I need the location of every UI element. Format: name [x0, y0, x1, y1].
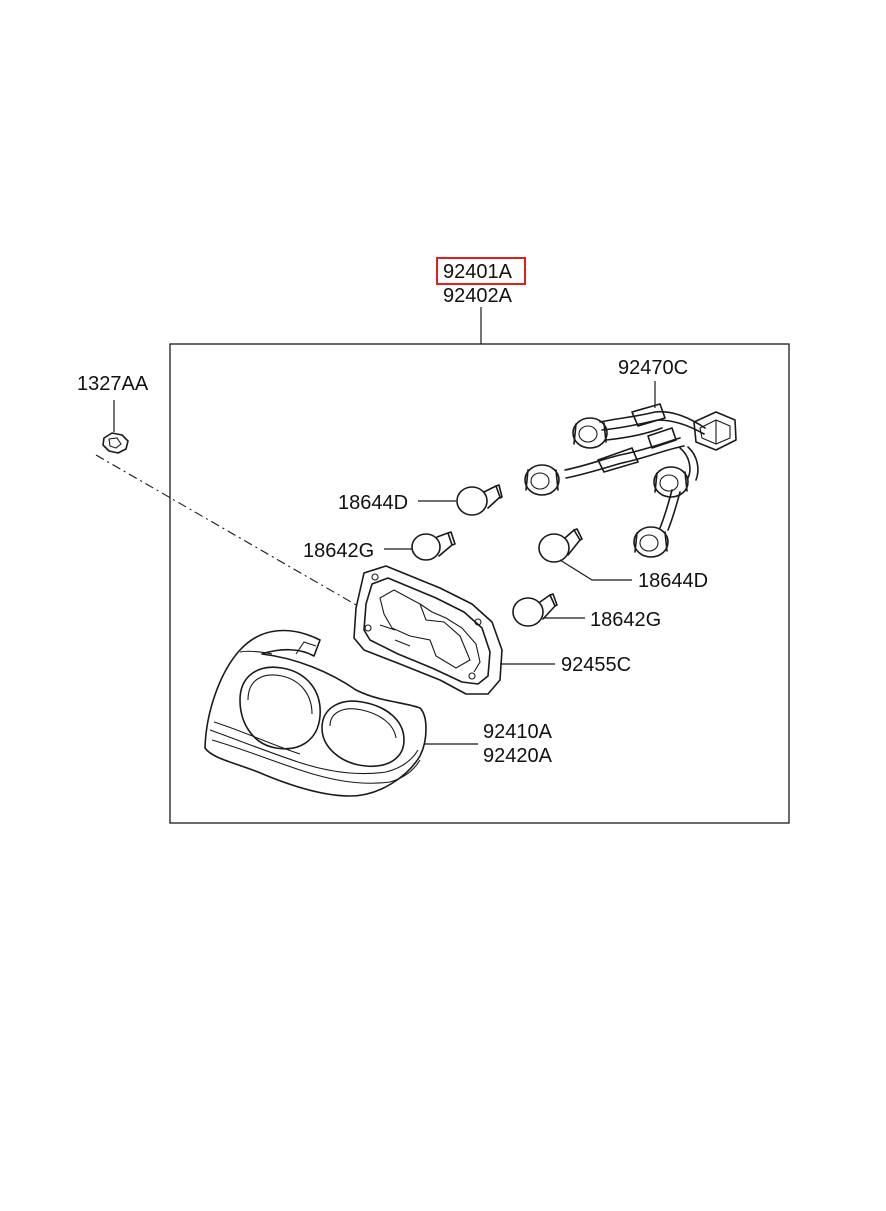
label-assy-lh[interactable]: 92401A: [443, 261, 513, 283]
label-lens-lh[interactable]: 92410A: [483, 721, 553, 743]
bulb-icon: [512, 593, 558, 627]
label-gasket[interactable]: 92455C: [561, 654, 631, 676]
highlight-box: [436, 257, 526, 285]
screw-center-line: [95, 454, 359, 607]
assembly-frame: [169, 343, 790, 824]
label-bulb-turn-left[interactable]: 18642G: [303, 540, 374, 562]
label-assy-rh[interactable]: 92402A: [443, 285, 513, 307]
label-harness[interactable]: 92470C: [618, 357, 688, 379]
bulb-icon: [411, 531, 456, 561]
gasket-icon: [353, 565, 503, 695]
label-screw[interactable]: 1327AA: [77, 373, 149, 395]
bulb-icon: [538, 528, 583, 563]
label-lens-rh[interactable]: 92420A: [483, 745, 553, 767]
label-bulb-stop-upper[interactable]: 18644D: [338, 492, 408, 514]
screw-icon: [102, 432, 129, 454]
bulb-icon: [456, 484, 503, 516]
lamp-lens-icon: [204, 629, 427, 797]
wiring-harness-icon: [524, 403, 737, 558]
label-bulb-turn-right[interactable]: 18642G: [590, 609, 661, 631]
leader-bulb-stop-right: [559, 559, 632, 581]
label-bulb-stop-right[interactable]: 18644D: [638, 570, 708, 592]
